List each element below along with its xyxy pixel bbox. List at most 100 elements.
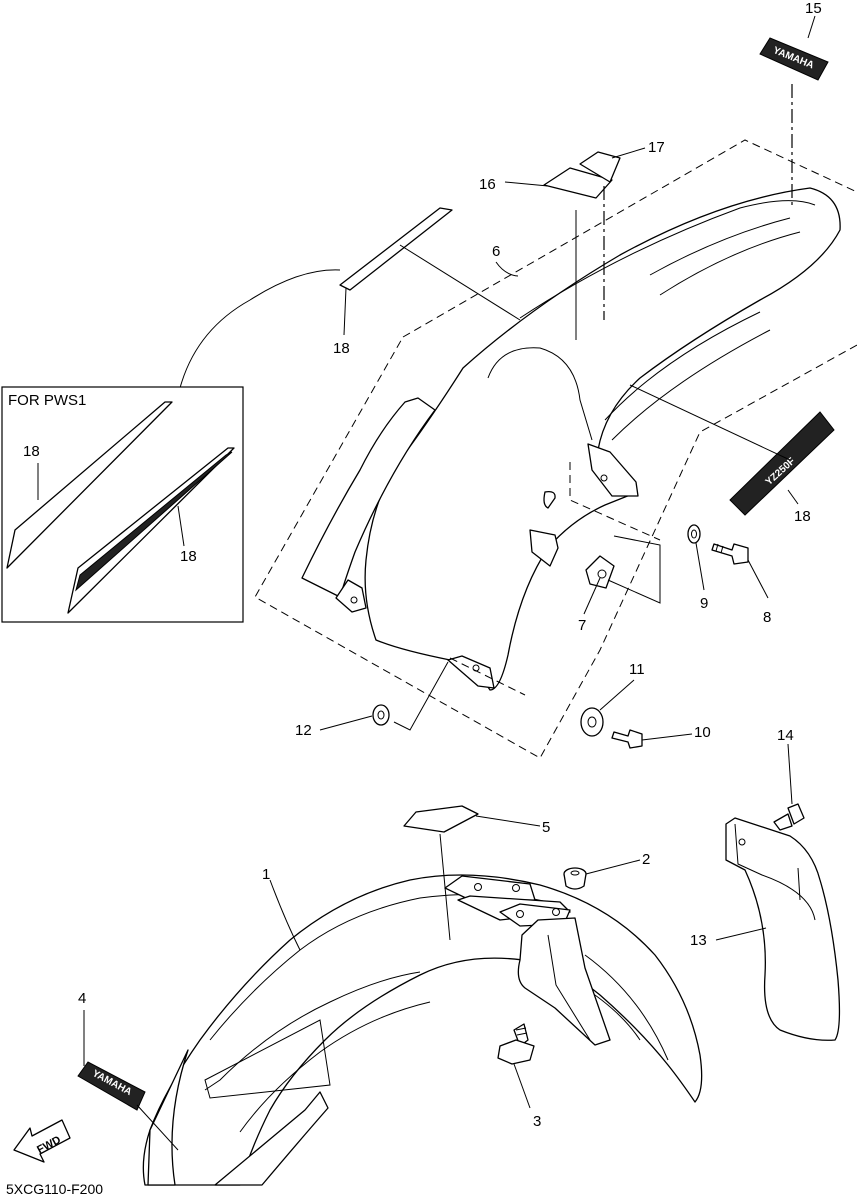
leader-18-right [787,489,799,505]
leader-2 [585,859,641,875]
front-fender-rib-2 [204,971,421,1091]
mount-hole [512,884,520,892]
mount-hole [552,908,560,916]
callout-17: 17 [648,139,665,156]
rear-fender-rib-3 [659,231,801,296]
callout-3: 3 [533,1113,541,1130]
front-fender-lower-rim [214,1091,329,1186]
callout-18-inset-a: 18 [23,443,40,460]
part-8-thread [720,545,724,554]
leader-18-upper [343,287,347,336]
rear-fender [364,187,841,691]
leader-5 [475,815,541,827]
part-11-washer [580,707,604,737]
part-10-bolt [611,729,643,749]
leader-18-inset-b [177,505,185,547]
callout-11: 11 [629,661,645,678]
part-13-fold [734,823,816,921]
leader-4b [136,1104,179,1151]
front-fender-right-rib-1 [584,954,669,1061]
callout-10: 10 [694,724,711,741]
front-fender-bracket-edge [547,934,591,1041]
leader-10 [641,733,693,741]
front-fender-side-panel [147,1049,189,1186]
part-13-slot [797,867,801,901]
callout-18-upper: 18 [333,340,350,357]
front-fender-bracket [517,917,611,1046]
callout-4: 4 [78,990,86,1007]
leader-17 [611,147,646,159]
part-16-decal [543,167,613,199]
mount-hole [474,883,482,891]
mount-hole [516,910,524,918]
callout-18-inset-b: 18 [180,548,197,565]
part-9-washer [687,524,701,544]
callout-14: 14 [777,727,794,744]
front-fender-rib-3 [239,1001,431,1133]
mount-hole [600,474,608,482]
fwd-arrow-icon: FWD [13,1119,71,1163]
part-17-decal [579,151,621,183]
part-12-collar-hole [377,710,385,720]
callout-13: 13 [690,932,707,949]
inset-box [1,386,244,623]
callout-16: 16 [479,176,496,193]
leader-15 [807,15,816,39]
callout-1: 1 [262,866,270,883]
part-8-thread [715,543,719,552]
inset-connector [179,269,341,389]
part-11-washer-hole [587,716,597,728]
part-7-nut-hole [597,569,607,579]
callout-2: 2 [642,851,650,868]
rear-fender-rib-4 [604,311,761,421]
rear-fender-rib-1 [519,200,816,319]
rear-fender-mount-tab [335,579,367,613]
leader-8 [747,559,769,599]
leader-12 [319,715,373,731]
part-5-guide [439,833,451,941]
part-18-decal-upper [339,207,453,291]
mount-hole [738,838,746,846]
leader-6 [495,261,519,277]
rear-fender-inner-slot-1 [543,490,556,509]
part-5-decal [403,805,479,833]
callout-12: 12 [295,722,312,739]
leader-7 [583,577,601,615]
callout-18-right: 18 [794,508,811,525]
leader-3 [513,1063,531,1109]
fastener-plane-lower [449,657,526,696]
leader-18-upper-line [399,244,521,321]
front-fender-window [204,1019,331,1099]
rear-fender-right-bracket [587,443,639,497]
leader-16 [504,181,549,187]
callout-6: 6 [492,243,500,260]
inset-decal-18-b [67,447,235,614]
part-15-decal: YAMAHA [759,37,829,81]
leader-14 [787,743,793,805]
leader-1 [269,879,301,951]
callout-9: 9 [700,595,708,612]
rear-fender-bottom-tab [447,655,495,689]
inset-decal-18-b-stripe [75,451,233,592]
part-7-nut-plate [585,555,615,589]
leader-13 [715,927,767,941]
callout-7: 7 [578,617,586,634]
part-4-decal: YAMAHA [77,1061,146,1111]
part-2-grommet [563,867,587,890]
diagram-code: 5XCG110-F200 [6,1181,103,1197]
rear-assembly-boundary [254,139,857,759]
part-7-guide [607,535,661,604]
part-9-washer-hole [691,529,697,539]
part-8-bolt [711,543,749,565]
part-13-mud-flap [725,817,841,1041]
mount-hole [350,596,358,604]
part-12-guide [393,661,449,731]
callout-8: 8 [763,609,771,626]
inset-decal-18-a [6,401,173,569]
rear-fender-seat-recess [487,347,593,441]
inset-title: FOR PWS1 [8,392,86,409]
leader-9 [695,542,705,591]
part-12-collar [372,704,390,726]
part-3-bolt [497,1023,535,1065]
